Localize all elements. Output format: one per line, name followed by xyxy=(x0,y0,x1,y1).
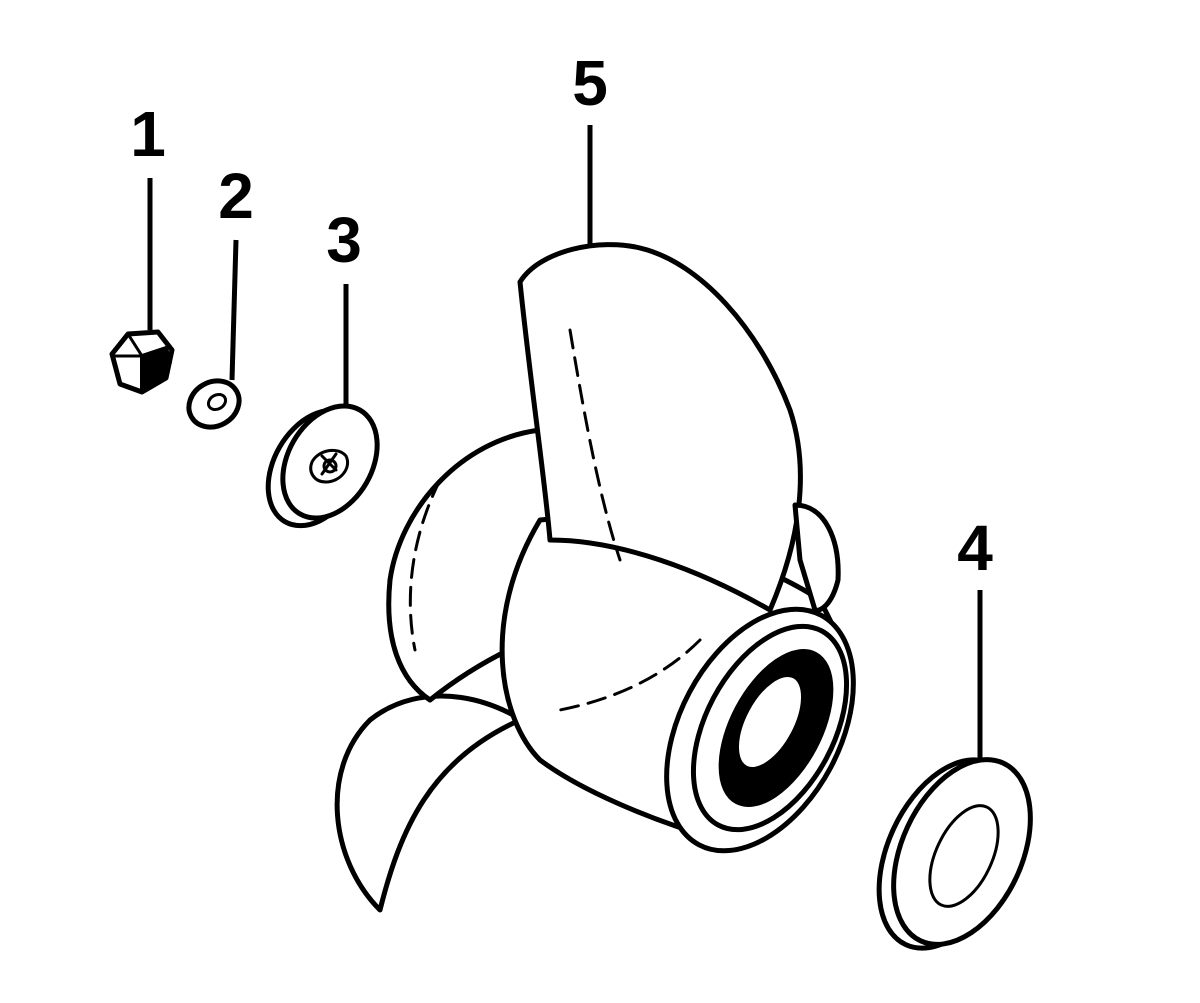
leader-line-2 xyxy=(229,239,239,381)
propeller-part xyxy=(334,242,856,913)
callout-number-4: 4 xyxy=(957,512,993,584)
thrust-washer-part xyxy=(876,757,1033,951)
callout-number-1: 1 xyxy=(130,98,166,170)
spacer-part xyxy=(265,403,380,529)
callout-number-5: 5 xyxy=(572,47,608,119)
callout-number-2: 2 xyxy=(218,160,254,232)
callout-number-3: 3 xyxy=(326,204,362,276)
hex-nut-part xyxy=(109,329,175,395)
washer-part xyxy=(186,378,242,430)
